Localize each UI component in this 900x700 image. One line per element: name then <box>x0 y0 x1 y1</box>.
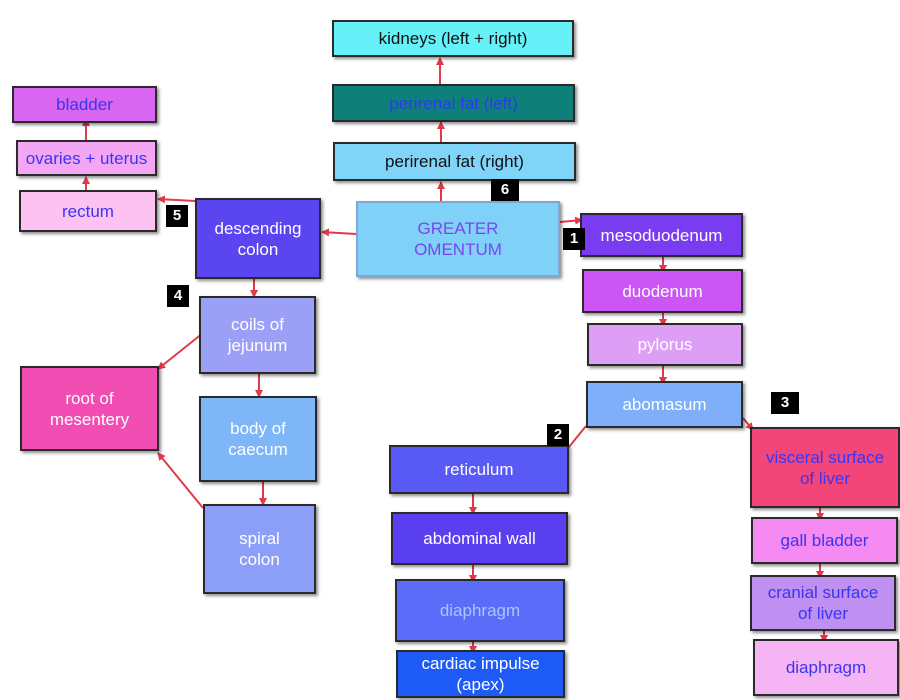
node-root-of-mesentery[interactable]: root of mesentery <box>20 366 159 451</box>
node-diaphragm-left[interactable]: diaphragm <box>395 579 565 642</box>
node-abomasum[interactable]: abomasum <box>586 381 743 428</box>
arrow-spiral-colon-to-root-mesentery <box>157 452 204 509</box>
badge-4: 4 <box>167 285 189 307</box>
node-bladder[interactable]: bladder <box>12 86 157 123</box>
node-pylorus[interactable]: pylorus <box>587 323 743 366</box>
node-diaphragm-right[interactable]: diaphragm <box>753 639 899 696</box>
node-descending-colon[interactable]: descending colon <box>195 198 321 279</box>
node-reticulum[interactable]: reticulum <box>389 445 569 494</box>
arrow-omentum-to-mesoduodenum <box>559 216 583 225</box>
node-mesoduodenum[interactable]: mesoduodenum <box>580 213 743 257</box>
node-rectum[interactable]: rectum <box>19 190 157 232</box>
node-visceral-surface-of-liver[interactable]: visceral surface of liver <box>750 427 900 508</box>
node-perirenal-fat-right[interactable]: perirenal fat (right) <box>333 142 576 181</box>
node-cranial-surface-of-liver[interactable]: cranial surface of liver <box>750 575 896 631</box>
arrow-jejunum-to-root-mesentery <box>157 332 204 370</box>
badge-5: 5 <box>166 205 188 227</box>
arrow-omentum-to-descending-colon <box>321 228 357 237</box>
badge-3: 3 <box>771 392 799 414</box>
node-body-of-caecum[interactable]: body of caecum <box>199 396 317 482</box>
node-abdominal-wall[interactable]: abdominal wall <box>391 512 568 565</box>
arrow-descending-colon-to-rectum <box>157 195 196 204</box>
node-coils-of-jejunum[interactable]: coils of jejunum <box>199 296 316 374</box>
node-spiral-colon[interactable]: spiral colon <box>203 504 316 594</box>
node-greater-omentum[interactable]: GREATER OMENTUM <box>356 201 560 277</box>
node-perirenal-fat-left[interactable]: perirenal fat (left) <box>332 84 575 122</box>
node-gall-bladder[interactable]: gall bladder <box>751 517 898 564</box>
badge-6: 6 <box>491 179 519 201</box>
node-ovaries-uterus[interactable]: ovaries + uterus <box>16 140 157 176</box>
badge-1: 1 <box>563 228 585 250</box>
node-kidneys[interactable]: kidneys (left + right) <box>332 20 574 57</box>
node-duodenum[interactable]: duodenum <box>582 269 743 313</box>
badge-2: 2 <box>547 424 569 446</box>
node-cardiac-impulse[interactable]: cardiac impulse (apex) <box>396 650 565 698</box>
